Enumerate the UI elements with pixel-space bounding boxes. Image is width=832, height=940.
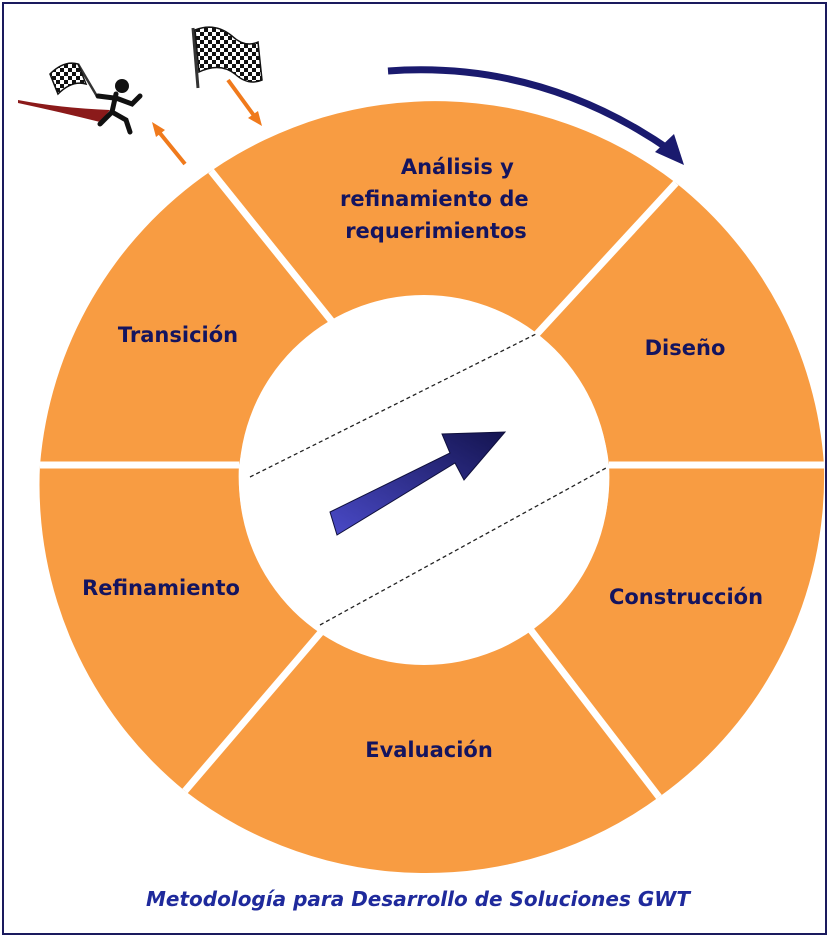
label-construccion: Construcción [609,585,763,609]
segment-diseno [535,183,824,465]
runner-pointer-arrow-icon [152,122,187,166]
runner-with-flag-icon [18,62,143,135]
label-evaluacion: Evaluación [365,738,493,762]
label-diseno: Diseño [645,336,726,360]
clockwise-arrow-icon [387,66,684,165]
label-analisis: Análisis y refinamiento de requerimiento… [340,155,536,243]
diagram-caption: Metodología para Desarrollo de Solucione… [146,887,691,911]
segment-separators [40,168,824,800]
segment-analisis [211,101,676,336]
flag-pointer-arrow-icon [226,78,262,126]
phase-ring [39,101,825,874]
label-transicion: Transición [118,323,238,347]
checkered-flag-icon [191,26,263,89]
hub-dashed-lines [249,333,607,626]
label-refinamiento: Refinamiento [82,576,240,600]
segment-evaluacion [185,629,659,874]
center-direction-arrow-icon [329,431,507,536]
segment-construccion [530,465,825,797]
